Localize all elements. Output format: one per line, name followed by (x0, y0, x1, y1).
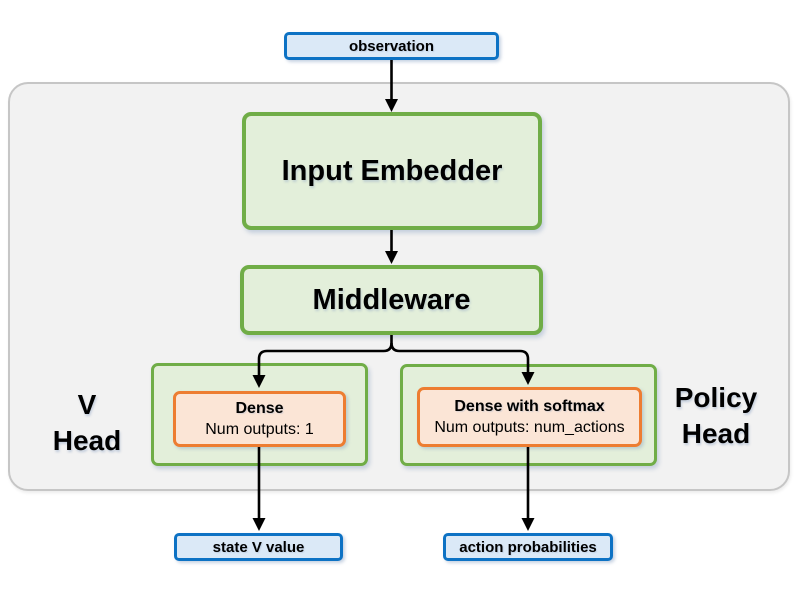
v-dense-title: Dense (235, 400, 284, 417)
v-head-dense-node: Dense Num outputs: 1 (173, 391, 346, 447)
policy-head-label-line2: Head (681, 418, 751, 449)
v-head-label-line2: Head (52, 425, 122, 456)
policy-dense-subtitle: Num outputs: num_actions (434, 419, 625, 436)
state-v-value-node: state V value (174, 533, 343, 561)
policy-head-label-line1: Policy (674, 382, 758, 413)
v-head-label-line1: V (77, 389, 97, 420)
v-head-group-label: V Head (27, 387, 147, 459)
observation-node: observation (284, 32, 499, 60)
input-embedder-node: Input Embedder (242, 112, 542, 230)
policy-dense-title: Dense with softmax (454, 398, 605, 415)
middleware-label: Middleware (312, 283, 471, 316)
middleware-node: Middleware (240, 265, 543, 335)
input-embedder-label: Input Embedder (281, 154, 503, 187)
policy-head-dense-node: Dense with softmax Num outputs: num_acti… (417, 387, 642, 447)
policy-head-group-label: Policy Head (656, 380, 776, 452)
v-dense-subtitle: Num outputs: 1 (205, 421, 314, 438)
action-probabilities-node: action probabilities (443, 533, 613, 561)
